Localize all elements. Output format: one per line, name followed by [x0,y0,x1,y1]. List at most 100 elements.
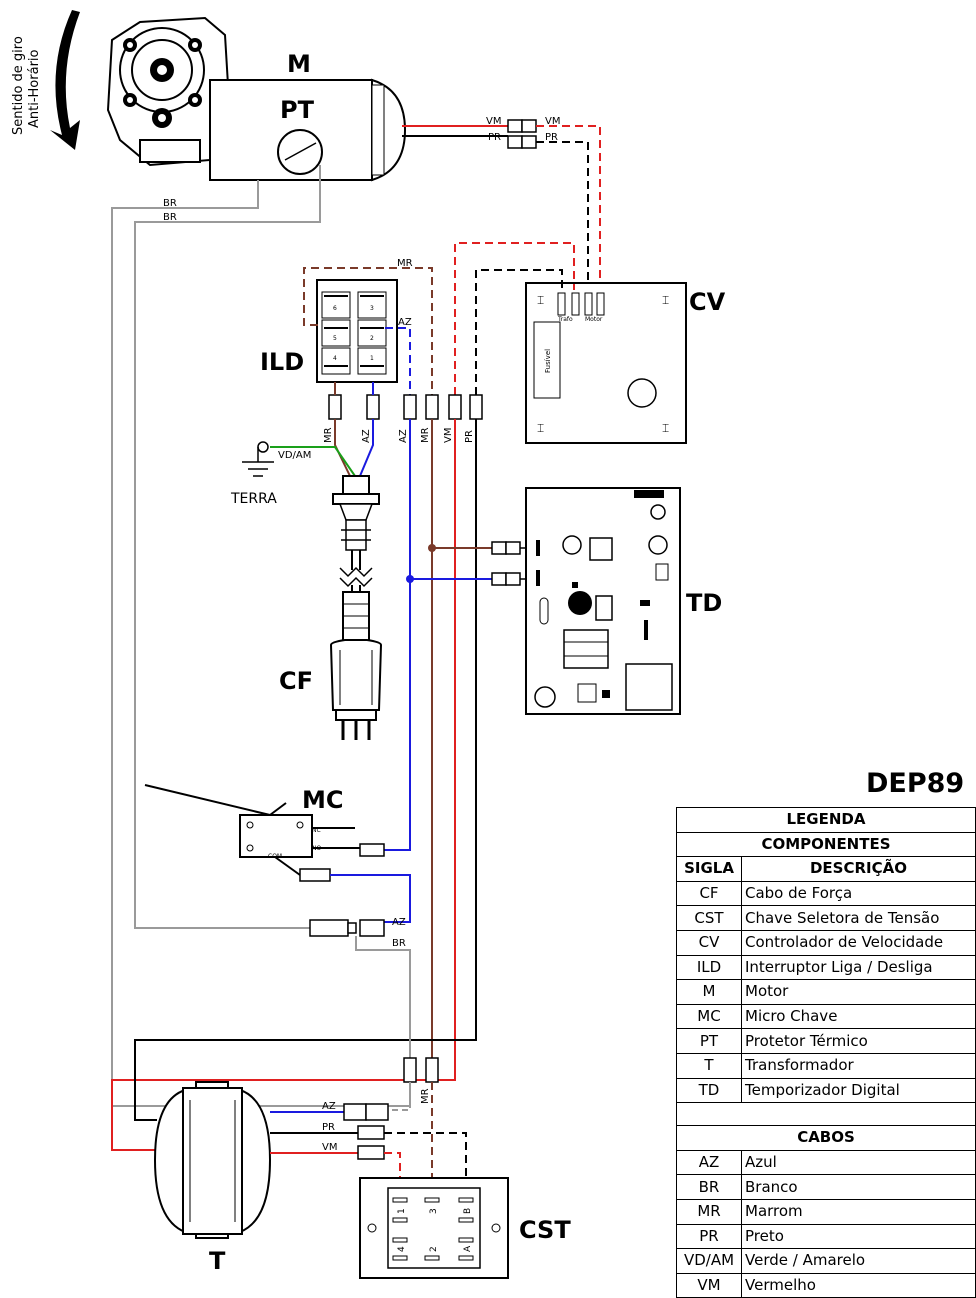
ild-terminal-label: 2 [370,335,374,342]
wire-label: MR [420,1088,431,1104]
wire-label: VM [322,1142,337,1153]
component-description: Transformador [741,1052,976,1079]
component-sigla: M [676,979,742,1005]
cv-fuse-label: Fusível [544,349,552,373]
ild-terminal-label: 4 [333,355,337,362]
wire-label: VD/AM [278,450,311,461]
wire-label: MR [323,427,334,443]
t-label: T [209,1247,226,1275]
component-sigla: TD [676,1077,742,1104]
component-sigla: MC [676,1003,742,1030]
digital-timer [525,487,681,715]
cables-title-row: CABOS [676,1125,976,1151]
wire-label: PR [322,1122,335,1133]
ild-terminal-label: 3 [370,305,374,312]
component-description: Protetor Térmico [741,1028,976,1054]
ild-label: ILD [260,348,304,376]
components-title-row: COMPONENTES [676,831,976,858]
component-description: Controlador de Velocidade [741,929,976,956]
cf-label: CF [279,667,313,695]
component-sigla: T [676,1052,742,1079]
svg-text:⌶: ⌶ [662,421,669,435]
on-off-switch [316,279,398,383]
cable-sigla: VM [676,1272,742,1298]
mc-nc-label: NC [312,827,321,834]
wire-label: AZ [361,429,372,443]
transformer [153,1081,272,1239]
cst-terminal-label: 4 [397,1246,407,1252]
legend-title-row: LEGENDA [676,807,976,833]
cst-label: CST [519,1216,571,1244]
cst-terminal-label: 3 [429,1208,439,1214]
component-description: Motor [741,979,976,1005]
components-title: COMPONENTES [676,831,976,858]
wire-label: PR [488,132,501,143]
wire-label: AZ [322,1101,336,1112]
terra-label: TERRA [230,491,277,507]
cst-terminal-label: A [463,1245,473,1252]
component-description: Interruptor Liga / Desliga [741,954,976,981]
rotation-arrow-icon [50,10,80,150]
cable-sigla: MR [676,1198,742,1225]
wire-label: AZ [398,317,412,328]
cst-terminal-label: B [463,1208,473,1214]
component-description: Micro Chave [741,1003,976,1030]
ild-terminal-label: 5 [333,335,337,342]
wire-label: AZ [398,429,409,443]
cst-terminal-label: 1 [397,1208,407,1214]
mc-com-label: COM [268,853,282,860]
wire-label: BR [163,212,177,223]
wire-label: VM [443,428,454,443]
cv-label: CV [689,288,726,316]
cables-title: CABOS [676,1125,976,1151]
motor [106,16,407,182]
model-code: DEP89 [866,768,965,799]
component-sigla: CF [676,880,742,907]
wire-label: VM [486,116,501,127]
wire-label: PR [464,430,475,443]
micro-switch [144,784,360,876]
cable-description: Preto [741,1223,976,1250]
cv-motor-label: Motor [585,316,603,323]
cable-description: Marrom [741,1198,976,1225]
component-sigla: ILD [676,954,742,981]
cable-description: Branco [741,1174,976,1200]
component-sigla: CV [676,929,742,956]
cable-description: Vermelho [741,1272,976,1298]
blank-cell [676,1102,976,1127]
component-sigla: CST [676,905,742,931]
wire-label: BR [163,198,177,209]
svg-text:⌶: ⌶ [662,293,669,307]
pt-label: PT [280,96,315,124]
component-sigla: PT [676,1028,742,1054]
ild-terminal-label: 6 [333,305,337,312]
cable-sigla: PR [676,1223,742,1250]
cable-description: Verde / Amarelo [741,1248,976,1274]
rotation-line2: Anti-Horário [27,49,42,128]
wire-label: AZ [392,917,406,928]
wire-label: VM [545,116,560,127]
legend-title: LEGENDA [676,807,976,833]
sigla-header: SIGLA [676,856,742,882]
cable-description: Azul [741,1149,976,1176]
power-cord [329,475,383,740]
cv-trafo-label: Trafo [557,316,573,323]
voltage-selector [359,1177,509,1279]
ild-terminal-label: 1 [370,355,374,362]
